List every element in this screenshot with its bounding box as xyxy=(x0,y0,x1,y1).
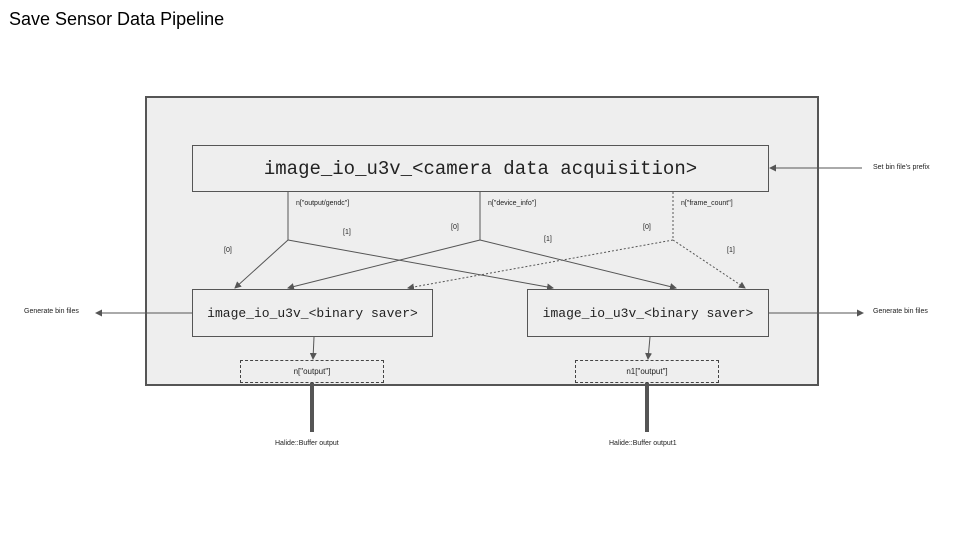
output-port-right: n1["output"] xyxy=(575,360,719,383)
buffer-label-left: Halide::Buffer output xyxy=(275,440,339,447)
binary-saver-node-left: image_io_u3v_<binary saver> xyxy=(192,289,433,337)
index-label-device-info-1: [1] xyxy=(544,236,552,243)
binary-saver-node-right: image_io_u3v_<binary saver> xyxy=(527,289,769,337)
wire-gendc-to-left xyxy=(234,239,289,289)
buffer-label-right: Halide::Buffer output1 xyxy=(609,440,677,447)
camera-acquisition-node: image_io_u3v_<camera data acquisition> xyxy=(192,145,769,192)
generate-bin-files-left: Generate bin files xyxy=(24,308,79,315)
wire-saver-right-output xyxy=(645,336,653,360)
port-label-device-info: n["device_info"] xyxy=(488,200,537,207)
prefix-annotation: Set bin file's prefix xyxy=(873,164,930,171)
wire-saver-left-output xyxy=(309,336,317,360)
wire-device-info-to-right xyxy=(479,239,677,290)
index-label-device-info-0: [0] xyxy=(451,224,459,231)
index-label-frame-count-0: [0] xyxy=(643,224,651,231)
wire-device-info-to-left xyxy=(287,239,481,290)
port-label-gendc: n["output/gendc"] xyxy=(296,200,350,207)
page-title: Save Sensor Data Pipeline xyxy=(9,9,225,29)
port-label-frame-count: n["frame_count"] xyxy=(681,200,733,207)
index-label-gendc-0: [0] xyxy=(224,247,232,254)
output-port-left: n["output"] xyxy=(240,360,384,383)
index-label-frame-count-1: [1] xyxy=(727,247,735,254)
wire-frame-count-to-left xyxy=(407,239,674,291)
wire-frame-count-to-right xyxy=(672,239,746,289)
wire-gendc-to-right xyxy=(287,239,554,291)
generate-bin-files-right: Generate bin files xyxy=(873,308,928,315)
index-label-gendc-1: [1] xyxy=(343,229,351,236)
